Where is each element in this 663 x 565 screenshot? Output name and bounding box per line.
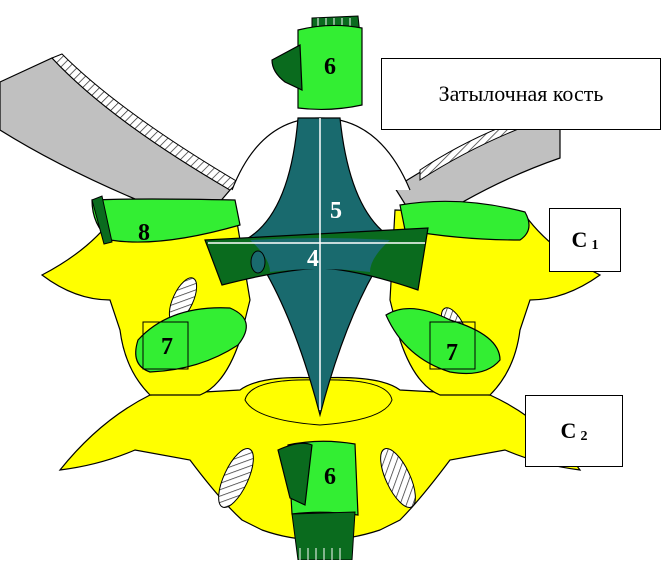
bottom-ligament-fold xyxy=(277,442,313,506)
top-ligament-fold xyxy=(271,44,303,91)
label-number-4: 4 xyxy=(307,246,319,272)
label-number-left-7: 7 xyxy=(161,334,173,360)
left-joint-label-box xyxy=(142,321,189,370)
left-membrane-dark xyxy=(91,195,113,245)
top-ligament-body xyxy=(297,24,363,111)
label-number-right-7: 7 xyxy=(446,340,458,366)
label-number-8: 8 xyxy=(138,220,150,246)
left-lower-joint-lens xyxy=(218,448,254,508)
right-membrane xyxy=(399,200,530,241)
c1-letter: C xyxy=(571,227,588,252)
right-lower-joint-lens xyxy=(380,448,416,508)
c2-letter: C xyxy=(560,418,577,443)
right-joint-capsule xyxy=(385,307,501,375)
label-number-bottom-6: 6 xyxy=(324,464,336,490)
c2-subscript: 2 xyxy=(580,429,588,444)
dens-tip-mark xyxy=(250,250,266,274)
c1-subscript: 1 xyxy=(591,238,599,253)
label-number-top-6: 6 xyxy=(324,54,336,80)
bottom-ligament-ribs xyxy=(299,548,341,560)
occipital-bone-label: Затылочная кость xyxy=(381,58,661,130)
label-number-5: 5 xyxy=(330,198,342,224)
right-joint-label-box xyxy=(429,321,476,370)
occipital-bone-text: Затылочная кость xyxy=(438,81,604,106)
